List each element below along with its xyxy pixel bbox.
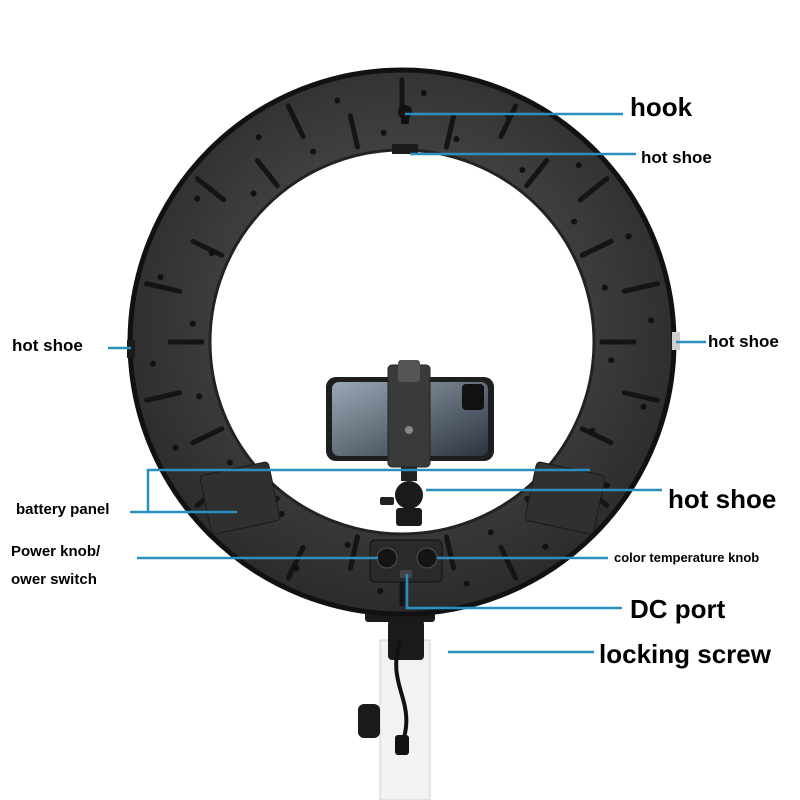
label-hot-shoe-phone: hot shoe [668, 484, 777, 514]
ring-screw-hole [344, 541, 351, 548]
ring-screw-hole [380, 129, 387, 136]
ring-screw-hole [608, 357, 615, 364]
label-color-temperature-knob: color temperature knob [614, 550, 760, 565]
ring-screw-hole [519, 166, 526, 173]
label-hot-shoe-top: hot shoe [641, 148, 712, 167]
ring-screw-hole [255, 134, 262, 141]
ring-screw-hole [194, 195, 201, 202]
ring-screw-hole [625, 233, 632, 240]
ring-screw-hole [640, 403, 647, 410]
ring-vent-slot [444, 534, 457, 571]
ring-screw-hole [196, 393, 203, 400]
ring-vent-slot [444, 113, 457, 150]
ring-screw-hole [377, 588, 384, 595]
ring-screw-hole [487, 529, 494, 536]
ring-vent-slot [524, 158, 550, 189]
label-power-knob-line2: ower switch [11, 571, 97, 588]
ring-vent-slot [190, 238, 225, 258]
ring-screw-hole [601, 284, 608, 291]
leader-line-dc-port [405, 574, 622, 610]
ring-vent-slot [285, 103, 306, 140]
ring-screw-hole [603, 482, 610, 489]
ring-vent-slot [347, 534, 360, 571]
ring-light [127, 67, 680, 617]
ring-screw-hole [575, 162, 582, 169]
ring-vent-slot [194, 176, 227, 203]
ball-head [395, 481, 423, 509]
label-hook: hook [630, 92, 693, 122]
ring-screw-hole [250, 190, 257, 197]
label-dc-port: DC port [630, 594, 726, 624]
ring-screw-hole [463, 580, 470, 587]
ring-vent-slot [498, 544, 519, 581]
phone-with-holder [326, 360, 494, 526]
label-locking-screw: locking screw [599, 639, 771, 669]
ring-vent-slot [621, 281, 660, 294]
ring-screw-hole [589, 427, 596, 434]
ring-screw-hole [293, 565, 300, 572]
light-stand [358, 600, 435, 800]
ring-screw-hole [453, 136, 460, 143]
top-hot-shoe [392, 144, 418, 154]
ring-screw-hole [226, 459, 233, 466]
power-knob [376, 547, 398, 569]
battery-panel-left [199, 461, 281, 535]
ring-screw-hole [172, 444, 179, 451]
label-battery-panel: battery panel [16, 501, 110, 518]
leader-lines [108, 112, 706, 654]
ring-vent-slot [144, 281, 183, 294]
leader-line-battery-panel [130, 468, 590, 514]
ring-screw-hole [208, 250, 215, 257]
ring-vent-slot [190, 426, 225, 446]
ring-screw-hole [571, 218, 578, 225]
ring-vent-slot [579, 426, 614, 446]
ring-vent-slot [285, 544, 306, 581]
ring-screw-hole [310, 148, 317, 155]
ring-vent-slot [498, 103, 519, 140]
ring-screw-hole [189, 320, 196, 327]
ring-screw-hole [334, 97, 341, 104]
label-hot-shoe-left: hot shoe [12, 336, 83, 355]
ring-vent-slot [621, 390, 660, 403]
ring-screw-hole [149, 360, 156, 367]
ring-screw-hole [542, 543, 549, 550]
label-power-knob-line1: Power knob/ [11, 543, 101, 560]
ring-vent-slot [144, 390, 183, 403]
ring-vent-slot [577, 176, 610, 203]
ring-screw-hole [157, 274, 164, 281]
color-temperature-knob-shape [416, 547, 438, 569]
ring-screw-hole [278, 511, 285, 518]
ring-vent-slot [579, 238, 614, 258]
ring-vent-slot [347, 113, 360, 150]
ring-screw-hole [420, 89, 427, 96]
ring-screw-hole [648, 317, 655, 324]
label-hot-shoe-right: hot shoe [708, 332, 779, 351]
ring-vent-slot [254, 158, 280, 189]
